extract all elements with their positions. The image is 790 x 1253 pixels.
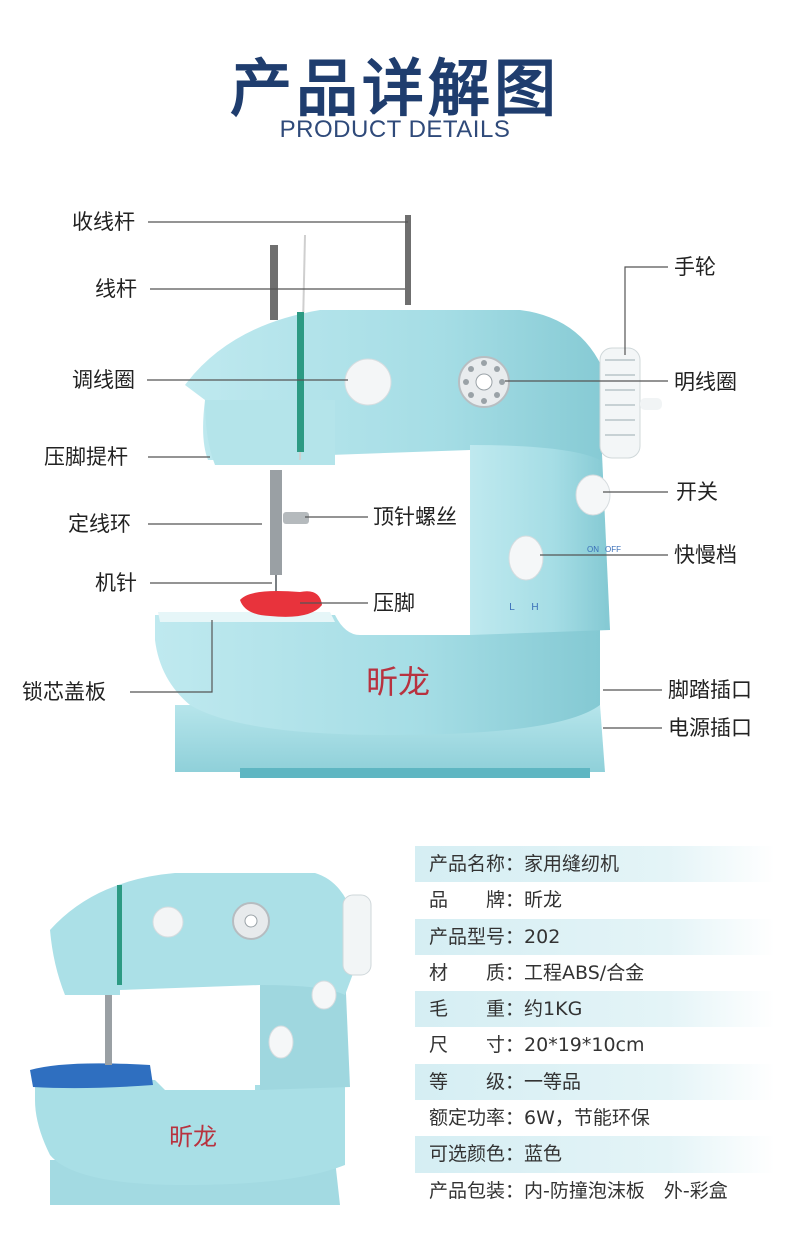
spec-value: 20*19*10cm bbox=[524, 1034, 645, 1057]
needle-clamp-screw bbox=[283, 512, 309, 524]
spec-value: 昕龙 bbox=[524, 889, 563, 912]
spec-row: 毛 重：约1KG bbox=[415, 991, 775, 1028]
tension-dial bbox=[344, 358, 392, 406]
spec-value: 202 bbox=[524, 925, 561, 948]
label-needle: 机针 bbox=[95, 571, 137, 595]
photo-bed bbox=[35, 1080, 345, 1185]
spec-value: 一等品 bbox=[524, 1070, 582, 1093]
hand-wheel bbox=[599, 347, 641, 459]
spec-label: 额定功率 bbox=[429, 1107, 506, 1130]
power-switch bbox=[575, 474, 611, 516]
presser-foot bbox=[240, 591, 322, 617]
sewing-machine-photo: 昕龙 bbox=[30, 873, 372, 1205]
label-hand-wheel: 手轮 bbox=[674, 255, 716, 279]
spec-separator: ： bbox=[505, 853, 525, 875]
hand-wheel-ribs bbox=[605, 359, 635, 436]
spec-separator: ： bbox=[505, 1179, 525, 1202]
label-speed-switch: 快慢档 bbox=[674, 543, 737, 567]
switch-off-label: OFF bbox=[605, 545, 621, 554]
spool-pin-right bbox=[405, 215, 411, 305]
photo-needle-bar bbox=[105, 995, 112, 1065]
spec-separator: ： bbox=[505, 925, 525, 948]
label-tension-dial: 调线圈 bbox=[72, 368, 135, 392]
spec-label: 产品名称 bbox=[429, 853, 506, 875]
photo-arm bbox=[50, 873, 360, 995]
spec-label: 等 级 bbox=[429, 1070, 506, 1093]
label-thread-guide-ring: 定线环 bbox=[68, 512, 131, 536]
spec-row: 可选颜色：蓝色 bbox=[415, 1136, 775, 1173]
spec-row: 额定功率：6W，节能环保 bbox=[415, 1100, 775, 1136]
spec-value: 蓝色 bbox=[524, 1143, 563, 1166]
spec-separator: ： bbox=[505, 889, 525, 912]
speed-switch bbox=[508, 535, 544, 581]
spec-value: 工程ABS/合金 bbox=[524, 961, 645, 984]
bobbin-winder-center bbox=[475, 373, 493, 391]
speed-high-label: H bbox=[531, 602, 538, 613]
spec-row: 品 牌：昕龙 bbox=[415, 882, 775, 918]
spec-label: 产品型号 bbox=[429, 925, 506, 948]
machine-pillar bbox=[470, 410, 610, 635]
label-power-port: 电源插口 bbox=[668, 716, 752, 740]
label-power-switch: 开关 bbox=[676, 480, 718, 504]
page-subtitle: PRODUCT DETAILS bbox=[279, 116, 511, 143]
spec-row: 等 级：一等品 bbox=[415, 1063, 775, 1101]
label-foot-pedal-port: 脚踏插口 bbox=[668, 678, 752, 702]
label-spool-pin: 线杆 bbox=[95, 277, 137, 301]
spec-label: 尺 寸 bbox=[429, 1034, 506, 1057]
spec-row: 尺 寸：20*19*10cm bbox=[415, 1027, 775, 1063]
hand-wheel-knob bbox=[640, 398, 662, 410]
spec-separator: ： bbox=[505, 961, 525, 984]
label-bobbin-winder: 明线圈 bbox=[674, 370, 737, 394]
spec-row: 产品型号：202 bbox=[415, 918, 775, 955]
callout-lines bbox=[130, 221, 668, 729]
spec-value: 家用缝纫机 bbox=[524, 853, 620, 875]
spec-value: 内-防撞泡沫板 外-彩盒 bbox=[524, 1179, 728, 1202]
arm-front-face bbox=[205, 400, 335, 465]
photo-bobbin-winder-center bbox=[244, 914, 258, 928]
spec-separator: ： bbox=[505, 1070, 525, 1093]
label-thread-take-up-rod: 收线杆 bbox=[72, 210, 135, 234]
label-needle-clamp-screw: 顶针螺丝 bbox=[373, 505, 457, 529]
photo-hand-wheel bbox=[342, 894, 372, 976]
photo-tension-dial bbox=[152, 906, 184, 938]
speed-low-label: L bbox=[509, 602, 515, 613]
spec-value: 约1KG bbox=[524, 998, 583, 1021]
photo-brand: 昕龙 bbox=[169, 1123, 217, 1151]
spec-label: 材 质 bbox=[429, 961, 506, 984]
spec-separator: ： bbox=[505, 998, 525, 1021]
spec-label: 毛 重 bbox=[429, 998, 506, 1021]
spec-label: 产品包装 bbox=[429, 1179, 506, 1202]
switch-on-label: ON bbox=[587, 545, 599, 554]
label-presser-foot: 压脚 bbox=[373, 591, 415, 615]
spec-separator: ： bbox=[505, 1143, 525, 1166]
photo-thread-guide bbox=[117, 885, 122, 985]
page-title: 产品详解图 bbox=[229, 52, 560, 125]
machine-feet bbox=[240, 768, 590, 778]
label-bobbin-cover: 锁芯盖板 bbox=[22, 680, 106, 704]
machine-brand: 昕龙 bbox=[366, 663, 430, 701]
spool-pin-left bbox=[270, 245, 278, 320]
photo-power-switch bbox=[311, 980, 337, 1010]
photo-fabric bbox=[30, 1063, 153, 1089]
spec-label: 可选颜色 bbox=[429, 1143, 506, 1166]
spec-row: 产品包装：内-防撞泡沫板 外-彩盒 bbox=[415, 1173, 775, 1209]
machine-bed bbox=[155, 615, 600, 735]
spec-row: 产品名称：家用缝纫机 bbox=[415, 846, 775, 883]
sewing-machine-diagram: ON OFF L H 昕龙 bbox=[130, 215, 668, 778]
thread-guide-plate bbox=[297, 312, 304, 452]
label-presser-foot-lever: 压脚提杆 bbox=[44, 445, 128, 469]
spec-value: 6W，节能环保 bbox=[524, 1107, 650, 1130]
spec-separator: ： bbox=[505, 1107, 525, 1130]
bobbin-winder-holes bbox=[463, 360, 505, 404]
photo-speed-switch bbox=[268, 1025, 294, 1059]
spec-row: 材 质：工程ABS/合金 bbox=[415, 955, 775, 991]
spec-separator: ： bbox=[505, 1034, 525, 1057]
spec-label: 品 牌 bbox=[429, 889, 506, 912]
needle-bar bbox=[270, 470, 282, 575]
